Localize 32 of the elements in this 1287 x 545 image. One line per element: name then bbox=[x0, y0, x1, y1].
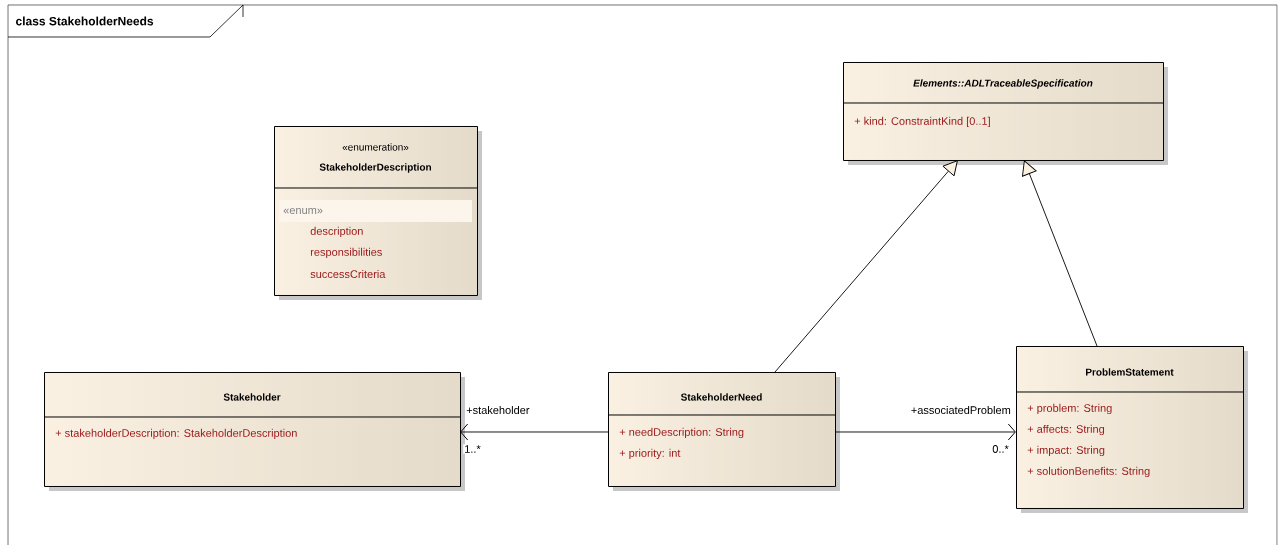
class-name: ProblemStatement bbox=[1086, 368, 1174, 376]
class-name: «enumeration» bbox=[342, 143, 409, 151]
attribute: + needDescription: String bbox=[619, 427, 744, 439]
multiplicity-label: 0..* bbox=[991, 444, 1010, 454]
class-name: Elements::ADLTraceableSpecification bbox=[913, 79, 1093, 89]
stereotype-row: «enum» bbox=[279, 200, 472, 222]
class-box bbox=[607, 372, 840, 491]
class-box bbox=[1015, 346, 1248, 513]
class-name: Stakeholder bbox=[223, 393, 281, 401]
attribute: + kind: ConstraintKind [0..1] bbox=[854, 116, 990, 128]
class-name: StakeholderDescription bbox=[319, 163, 431, 173]
attribute: description bbox=[310, 226, 363, 238]
frame-title: class StakeholderNeeds bbox=[7, 4, 244, 38]
attribute: + solutionBenefits: String bbox=[1027, 466, 1150, 478]
attribute: + stakeholderDescription: StakeholderDescription bbox=[55, 428, 297, 440]
attribute: + problem: String bbox=[1027, 403, 1112, 415]
attribute: + affects: String bbox=[1027, 424, 1105, 436]
class-box bbox=[273, 126, 482, 300]
role-label: +stakeholder bbox=[465, 404, 531, 416]
association-arrow bbox=[834, 423, 1016, 441]
association-arrow bbox=[460, 423, 609, 441]
multiplicity-label: 1..* bbox=[463, 444, 482, 454]
generalization-arrow bbox=[1022, 160, 1098, 347]
class-name: StakeholderNeed bbox=[680, 393, 762, 401]
class-box bbox=[842, 62, 1168, 165]
role-label: +associatedProblem bbox=[909, 404, 1012, 416]
attribute: successCriteria bbox=[310, 269, 386, 279]
attribute: + impact: String bbox=[1027, 445, 1105, 457]
attribute: + priority: int bbox=[619, 448, 681, 460]
attribute: responsibilities bbox=[310, 247, 382, 259]
class-box bbox=[43, 372, 465, 491]
generalization-arrow bbox=[774, 160, 958, 373]
